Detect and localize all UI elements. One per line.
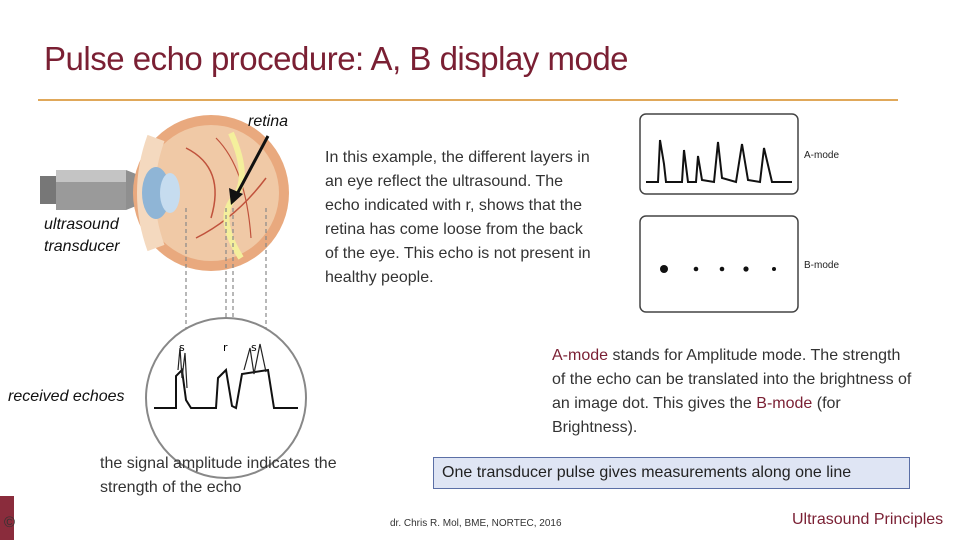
footer-brand: Ultrasound Principles (792, 511, 944, 528)
footer-accent-bar (0, 496, 14, 540)
b-mode-dot (660, 265, 668, 273)
eye-illustration: s r s (40, 115, 307, 479)
echo-display (145, 317, 307, 479)
copyright-mark: © (4, 514, 16, 531)
amode-text-part2: (for Brightness). (552, 395, 841, 436)
received-echoes-label: received echoes (8, 388, 125, 405)
amode-term: A-mode (552, 347, 609, 364)
b-mode-dot (693, 266, 699, 272)
explanation-text: In this example, the different layers in… (325, 149, 591, 286)
amode-text-part1: stands for Amplitude mode. The strength … (552, 347, 912, 412)
label-s2: s (251, 341, 257, 354)
b-mode-label: B-mode (804, 260, 840, 271)
a-mode-trace (646, 139, 792, 184)
b-mode-dot (719, 266, 725, 272)
boxed-note: One transducer pulse gives measurements … (433, 457, 910, 489)
signal-caption: the signal amplitude indicates the stren… (100, 455, 337, 496)
eye-icon (133, 115, 289, 271)
transducer-label: ultrasound transducer (44, 216, 120, 255)
amode-paragraph: A-mode stands for Amplitude mode. The st… (552, 344, 912, 440)
a-mode-label: A-mode (804, 150, 840, 161)
page-title: Pulse echo procedure: A, B display mode (44, 40, 629, 77)
b-mode-dot (743, 266, 749, 272)
title-divider (38, 99, 898, 101)
retina-label: retina (248, 113, 289, 130)
retina-arrow-icon (229, 135, 270, 205)
b-mode-dot (772, 267, 776, 271)
modes-panel: A-mode B-mode (632, 112, 842, 317)
label-s1: s (179, 341, 185, 354)
modes-figure (639, 113, 799, 313)
bmode-term: B-mode (756, 395, 813, 412)
label-r: r (223, 341, 228, 354)
footer-credit: dr. Chris R. Mol, BME, NORTEC, 2016 (390, 518, 562, 529)
